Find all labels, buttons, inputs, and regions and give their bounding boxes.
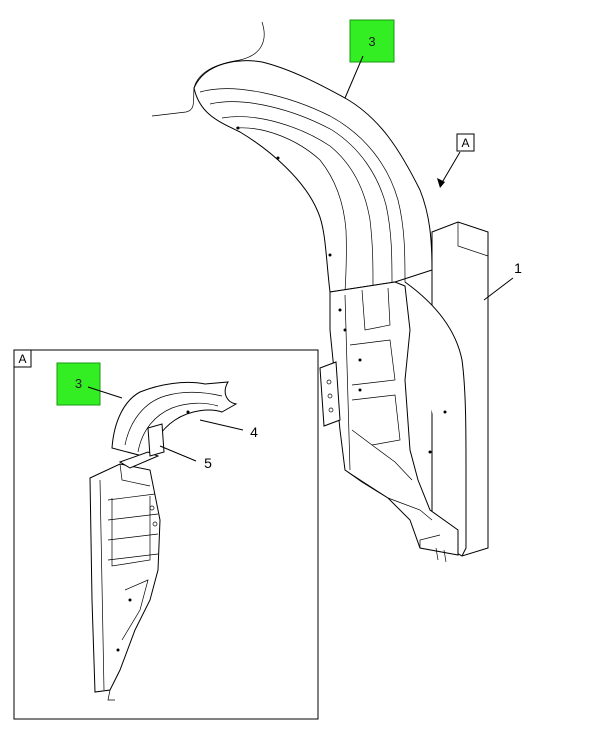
- callout-3-detail-highlight: [56, 362, 101, 406]
- callout-4-number: 4: [250, 424, 258, 440]
- callout-3-main-number: 3: [368, 34, 375, 49]
- callout-5-number: 5: [204, 455, 212, 471]
- detail-view-a: A: [13, 349, 319, 720]
- callout-1-number: 1: [514, 260, 522, 276]
- callout-3-highlight: [349, 19, 395, 63]
- view-arrow: [437, 151, 461, 188]
- callout-5: 5: [159, 445, 212, 471]
- main-fender-assembly: [151, 21, 489, 563]
- callout-1: 1: [483, 260, 522, 301]
- view-a-marker: A: [456, 133, 475, 152]
- callout-3-detail-number: 3: [75, 376, 82, 391]
- view-a-letter: A: [461, 136, 469, 150]
- callout-3-main: 3: [344, 19, 395, 99]
- detail-view-letter: A: [18, 352, 26, 366]
- callout-4: 4: [199, 419, 258, 440]
- callout-3-detail: 3: [56, 362, 123, 406]
